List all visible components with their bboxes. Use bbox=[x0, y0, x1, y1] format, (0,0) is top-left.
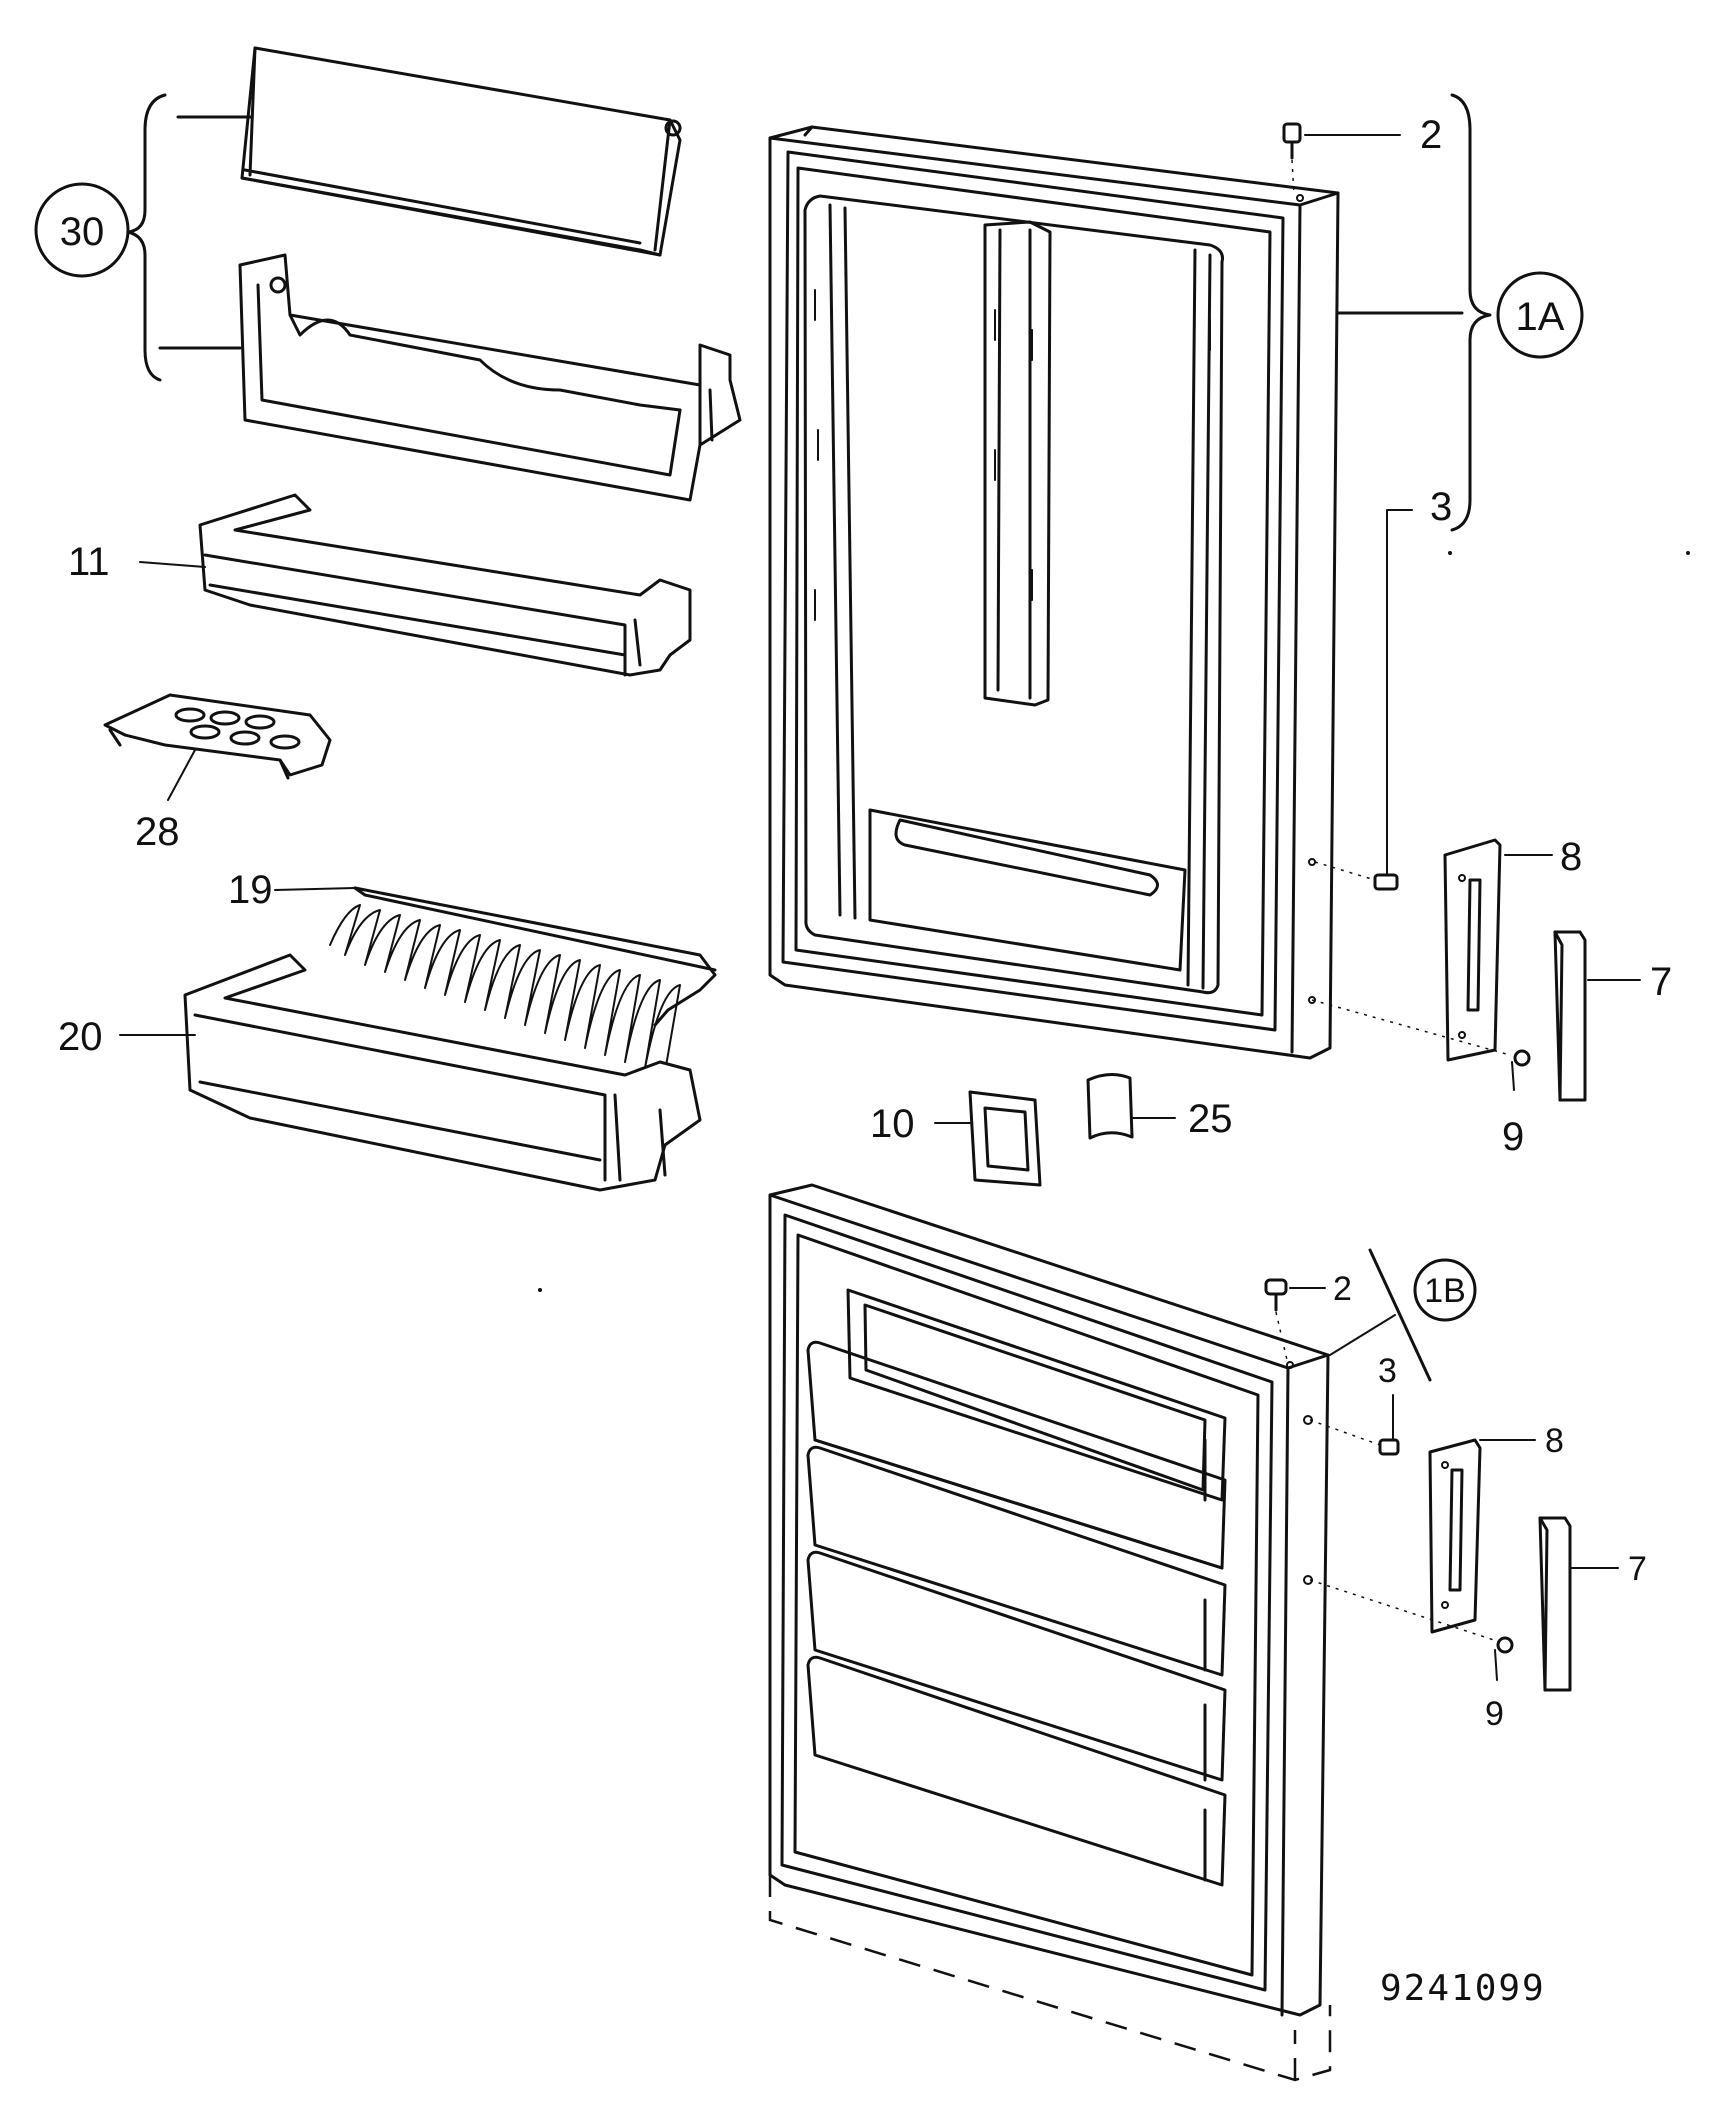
group-bracket-30 bbox=[126, 93, 167, 382]
part-19-bottle-retainer: 19 bbox=[228, 868, 717, 1073]
part-10-hinge-plate: 10 bbox=[870, 1090, 1042, 1187]
shelf-upper bbox=[238, 253, 742, 502]
part-7-lower-trim: 7 bbox=[1538, 1516, 1647, 1692]
callout-1B: 1B bbox=[1424, 1272, 1466, 1310]
callout-9-lower: 9 bbox=[1485, 1695, 1504, 1733]
drawing-number: 9241099 bbox=[1380, 1968, 1546, 2009]
part-3-lower-screw: 3 bbox=[1309, 1352, 1400, 1456]
part-8-lower-hinge: 8 bbox=[1428, 1422, 1564, 1634]
callout-10: 10 bbox=[870, 1102, 915, 1146]
part-11-door-tray: 11 bbox=[68, 493, 692, 677]
callout-30: 30 bbox=[60, 210, 105, 254]
part-1B-lower-door bbox=[768, 1183, 1332, 2082]
part-7-upper-trim: 7 bbox=[1553, 930, 1672, 1102]
callout-2-lower: 2 bbox=[1333, 1270, 1352, 1308]
callout-7-upper: 7 bbox=[1650, 960, 1672, 1004]
callout-3-upper: 3 bbox=[1430, 485, 1452, 529]
part-28-egg-tray: 28 bbox=[103, 693, 332, 854]
callout-8-lower: 8 bbox=[1545, 1422, 1564, 1460]
group-bracket-1B bbox=[1368, 1248, 1432, 1382]
part-30-shelf-assembly: 30 bbox=[34, 46, 742, 502]
group-bracket-1A bbox=[1450, 93, 1492, 532]
callout-3-lower: 3 bbox=[1378, 1352, 1397, 1390]
part-3-upper-screw: 3 bbox=[1314, 485, 1452, 891]
part-2-lower-screw: 2 bbox=[1264, 1270, 1352, 1361]
callout-2-upper: 2 bbox=[1420, 113, 1442, 157]
part-25-clip: 25 bbox=[1086, 1073, 1233, 1141]
part-1A-upper-door bbox=[768, 125, 1340, 1060]
callout-20: 20 bbox=[58, 1015, 103, 1059]
callout-25: 25 bbox=[1188, 1097, 1233, 1141]
callout-8-upper: 8 bbox=[1560, 835, 1582, 879]
part-2-upper-screw: 2 bbox=[1282, 113, 1442, 196]
callout-19: 19 bbox=[228, 868, 273, 912]
callout-7-lower: 7 bbox=[1628, 1550, 1647, 1588]
part-9-upper-screw: 9 bbox=[1311, 999, 1531, 1159]
callout-9-upper: 9 bbox=[1502, 1115, 1524, 1159]
callout-1A: 1A bbox=[1516, 295, 1565, 339]
part-9-lower-screw: 9 bbox=[1309, 1579, 1514, 1733]
callout-28: 28 bbox=[135, 810, 180, 854]
callout-11: 11 bbox=[68, 540, 110, 584]
part-20-bottle-tray: 20 bbox=[58, 953, 702, 1192]
shelf-cover bbox=[240, 46, 682, 257]
part-8-upper-hinge: 8 bbox=[1443, 835, 1582, 1062]
